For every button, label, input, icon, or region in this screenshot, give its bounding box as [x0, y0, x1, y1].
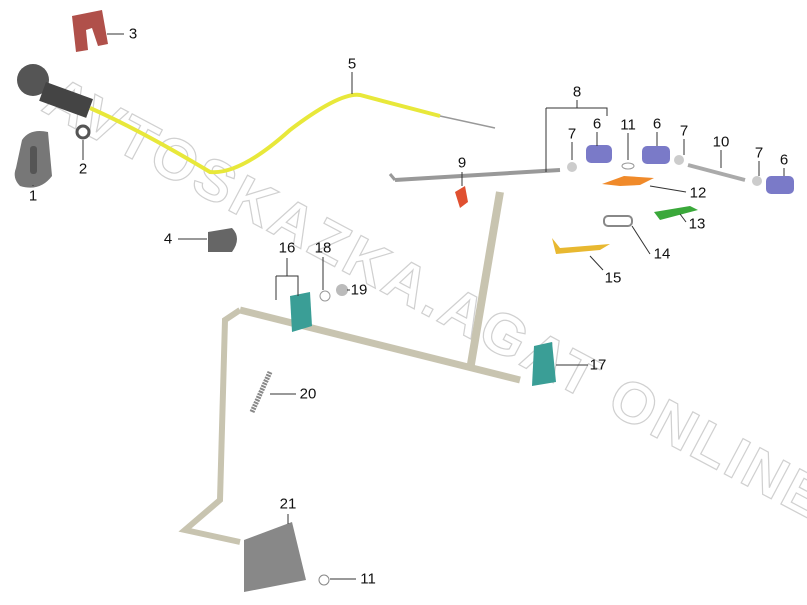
part-6-cap [766, 176, 794, 194]
callout-20: 20 [299, 385, 317, 403]
part-12-lever [602, 176, 654, 186]
callout-21: 21 [279, 495, 297, 513]
callout-7: 7 [679, 122, 689, 140]
leader-lines [32, 33, 785, 580]
part-17-bracket [532, 342, 556, 386]
part-6-cap [642, 146, 670, 164]
part-10-rod [687, 163, 746, 182]
part-2-washer [75, 124, 91, 140]
callout-13: 13 [688, 215, 706, 233]
callout-19: 19 [350, 281, 368, 299]
part-4-bushing [208, 228, 237, 252]
part-21-pad [244, 522, 306, 592]
callout-6: 6 [652, 115, 662, 133]
part-3-clip [72, 10, 108, 52]
part-9-clip [455, 186, 468, 208]
part-15-lever [552, 238, 610, 254]
callout-6: 6 [779, 151, 789, 169]
callout-7: 7 [567, 125, 577, 143]
callout-7: 7 [754, 144, 764, 162]
callout-17: 17 [589, 356, 607, 374]
callout-11: 11 [620, 116, 636, 134]
callout-12: 12 [689, 184, 707, 202]
callout-16: 16 [278, 239, 296, 257]
cable-knob [17, 64, 49, 96]
callout-6: 6 [592, 115, 602, 133]
callout-11: 11 [360, 570, 376, 588]
callout-4: 4 [163, 230, 173, 248]
part-5-cable [89, 92, 441, 175]
callout-9: 9 [457, 154, 467, 172]
callout-2: 2 [78, 160, 88, 178]
part-8-rod [394, 168, 561, 182]
part-16-bracket [290, 292, 312, 332]
part-6-cap [586, 145, 612, 163]
callout-5: 5 [347, 55, 357, 73]
part-13-lever [654, 206, 698, 220]
callout-3: 3 [128, 25, 138, 43]
part-14-spring [603, 215, 633, 227]
callout-10: 10 [712, 133, 730, 151]
callout-18: 18 [314, 239, 332, 257]
callout-1: 1 [28, 187, 38, 205]
callout-15: 15 [604, 269, 622, 287]
callout-8: 8 [572, 83, 582, 101]
callout-14: 14 [653, 245, 671, 263]
part-20-spring [249, 370, 273, 414]
watermark: AVTOSKAZKA.AGAT ONLINE [34, 64, 807, 535]
